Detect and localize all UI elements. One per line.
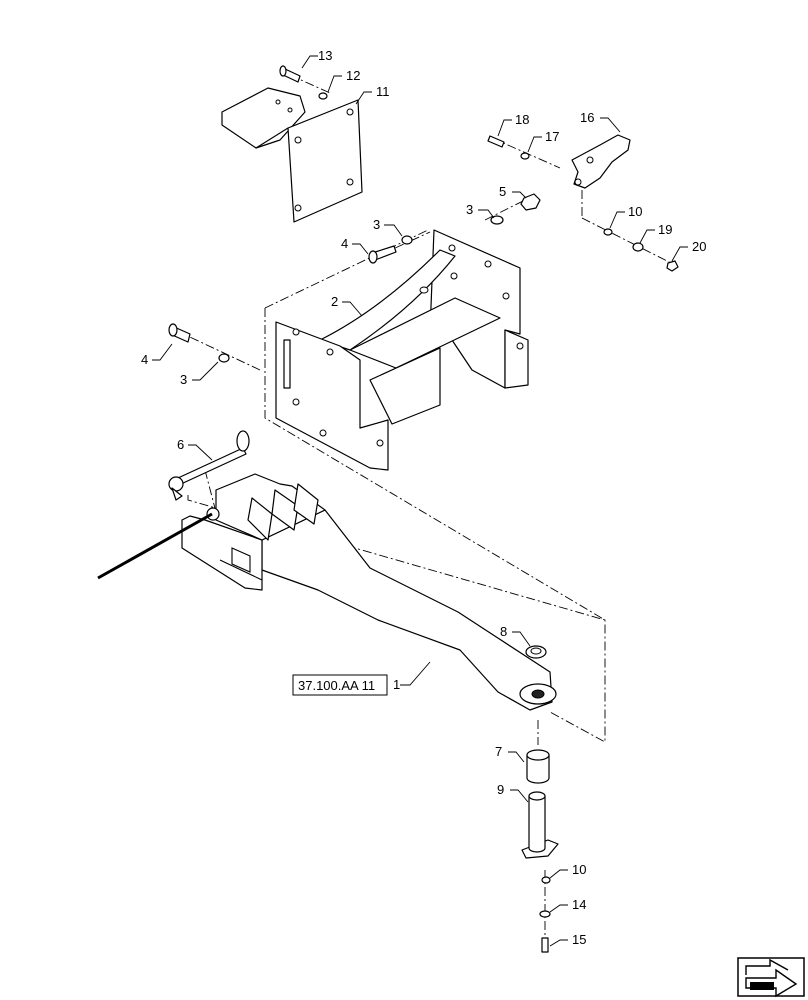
callout-3-left: 3 xyxy=(180,372,187,387)
part-17-washer xyxy=(520,152,530,160)
callout-9: 9 xyxy=(497,782,504,797)
callout-5: 5 xyxy=(499,184,506,199)
part-18-bolt xyxy=(487,135,505,148)
callout-7: 7 xyxy=(495,744,502,759)
release-cable xyxy=(97,512,213,580)
callout-17: 17 xyxy=(545,129,559,144)
callout-8: 8 xyxy=(500,624,507,639)
callout-4-upper: 4 xyxy=(341,236,348,251)
part-3-washer-mid xyxy=(401,235,413,245)
callout-10-upper: 10 xyxy=(628,204,642,219)
callout-2: 2 xyxy=(331,294,338,309)
callout-20: 20 xyxy=(692,239,706,254)
callout-13: 13 xyxy=(318,48,332,63)
callout-18: 18 xyxy=(515,112,529,127)
part-1-drawbar xyxy=(181,473,557,711)
callout-1: 1 xyxy=(393,677,400,692)
part-14-washer xyxy=(539,910,551,918)
part-13-bolt xyxy=(279,65,301,83)
part-15-bolt xyxy=(541,937,549,953)
reference-link-label: 37.100.AA 11 xyxy=(298,678,375,693)
leader-lines xyxy=(152,55,688,947)
callout-3-upper: 3 xyxy=(466,202,473,217)
part-6-pin xyxy=(168,430,250,501)
part-4-bolt-upper xyxy=(368,245,397,264)
part-11-bracket xyxy=(221,87,363,223)
part-8-washer xyxy=(525,645,547,659)
callout-14: 14 xyxy=(572,897,586,912)
callout-19: 19 xyxy=(658,222,672,237)
callout-3-mid: 3 xyxy=(373,217,380,232)
callout-labels: 13 12 11 18 17 16 5 3 10 19 20 3 4 2 4 3… xyxy=(141,48,706,947)
callout-16: 16 xyxy=(580,110,594,125)
part-3-washer-left xyxy=(218,353,230,363)
part-2-frame xyxy=(275,229,529,471)
callout-6: 6 xyxy=(177,437,184,452)
part-16-plate xyxy=(571,134,631,189)
part-7-bushing xyxy=(526,749,550,784)
part-3-washer-upper xyxy=(490,215,504,225)
part-4-bolt-left xyxy=(168,323,191,343)
part-9-pin xyxy=(521,791,559,859)
next-page-arrow-icon[interactable] xyxy=(737,957,805,998)
part-10-washer-upper xyxy=(603,228,613,236)
callout-10-lower: 10 xyxy=(572,862,586,877)
callout-15: 15 xyxy=(572,932,586,947)
reference-link[interactable]: 37.100.AA 11 xyxy=(292,674,388,696)
part-20-nut xyxy=(666,260,679,272)
part-19-washer xyxy=(632,242,644,252)
callout-12: 12 xyxy=(346,68,360,83)
callout-4-left: 4 xyxy=(141,352,148,367)
part-12-washer xyxy=(318,92,328,100)
callout-11: 11 xyxy=(376,84,390,99)
part-10-washer-lower xyxy=(541,876,551,884)
